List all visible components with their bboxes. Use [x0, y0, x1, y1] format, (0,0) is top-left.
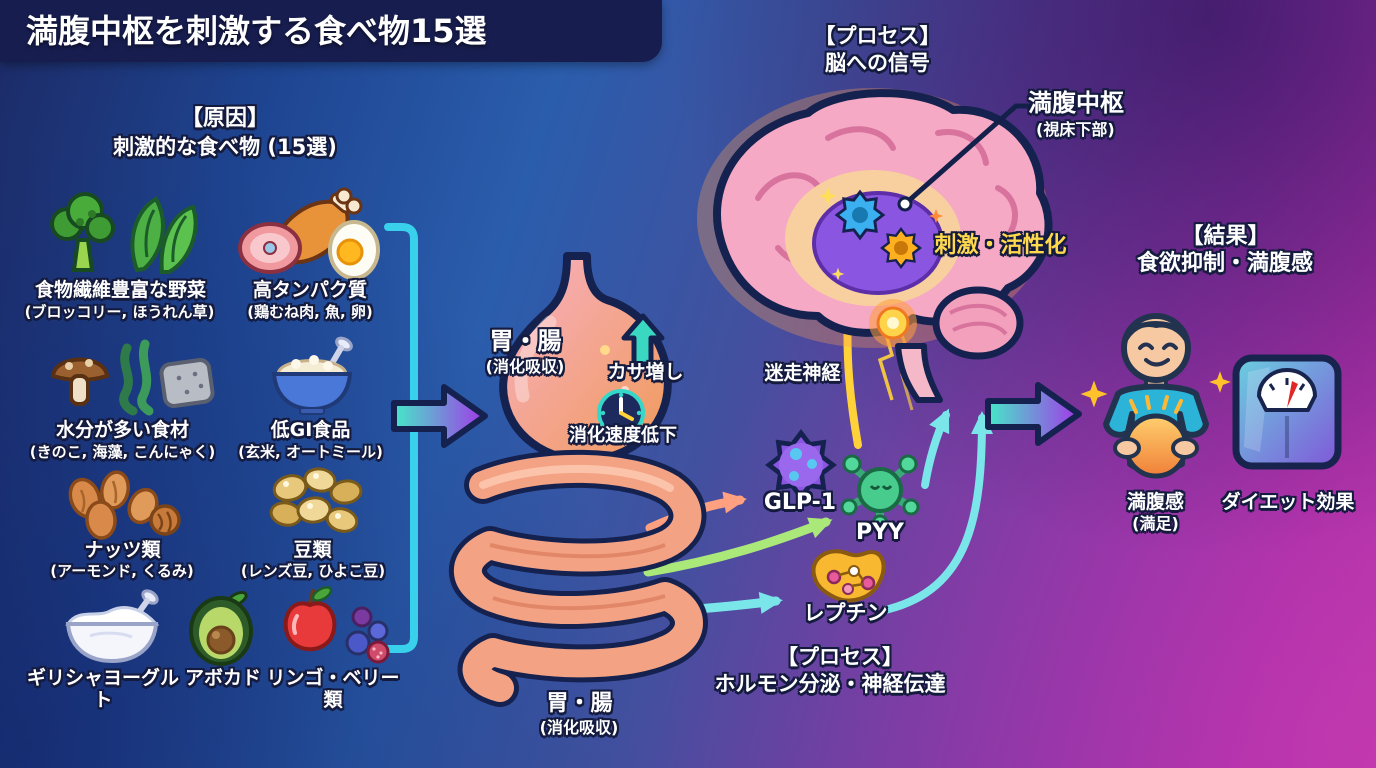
meat-egg-icon [238, 187, 380, 280]
arrow-brain-to-result [985, 382, 1082, 446]
glp1-molecule-icon [756, 420, 846, 510]
food-label-high-protein: 高タンパク質 [252, 279, 367, 301]
arrow-to-pyy [643, 517, 833, 577]
food-label-beans: 豆類 [293, 539, 332, 561]
arrow-foods-to-stomach [391, 384, 488, 448]
stomach-sub: (消化吸収) [485, 357, 565, 376]
hormone-process-tag: 【プロセス】 [777, 645, 903, 669]
food-label-apple-berries: リンゴ・ベリー類 [266, 667, 400, 711]
food-label-low-gi: 低GI食品 [270, 419, 351, 441]
food-label-fiber-vegetables: 食物繊維豊富な野菜 [34, 279, 206, 301]
intestines-illustration [449, 449, 708, 707]
slowdown-label: 消化速度低下 [569, 425, 677, 446]
cause-heading: 刺激的な食べ物 (15選) [113, 135, 337, 159]
food-sub-watery-foods: (きのこ, 海藻, こんにゃく) [29, 443, 216, 461]
hormone-process-heading: ホルモン分泌・神経伝達 [714, 672, 946, 696]
satiety-result-label: 満腹感 [1126, 491, 1184, 513]
food-sub-low-gi: (玄米, オートミール) [238, 443, 383, 461]
avocado-icon [189, 591, 253, 666]
bulk-up-arrow-icon [621, 313, 665, 367]
food-sub-fiber-vegetables: (ブロッコリー, ほうれん草) [24, 303, 215, 321]
diet-effect-label: ダイエット効果 [1221, 491, 1355, 513]
glp1-label: GLP-1 [763, 490, 837, 515]
stomach-label: 胃・腸 [489, 327, 562, 355]
food-sub-high-protein: (鶏むね肉, 魚, 卵) [247, 303, 373, 321]
nuts-icon [68, 470, 181, 540]
yogurt-icon [65, 589, 160, 664]
intestine-sub: (消化吸収) [539, 718, 619, 737]
satiety-result-sub: (満足) [1132, 514, 1179, 533]
leptin-molecule-icon [811, 549, 886, 603]
satiety-center-pointer [897, 103, 1041, 212]
weight-scale-icon [1232, 354, 1342, 470]
mushroom-seaweed-konnyaku-icon [50, 339, 215, 416]
food-sub-nuts: (アーモンド, くるみ) [50, 562, 194, 580]
broccoli-spinach-icon [50, 192, 198, 274]
intestine-label: 胃・腸 [546, 691, 613, 716]
bulk-label: カサ増し [607, 361, 684, 383]
satiety-center-sub: (視床下部) [1036, 120, 1115, 139]
satisfied-person-icon [1080, 313, 1231, 479]
rice-bowl-icon [271, 336, 353, 415]
food-label-nuts: ナッツ類 [84, 539, 161, 561]
beans-icon [269, 467, 363, 533]
food-group-bracket [384, 223, 418, 653]
cause-tag: 【原因】 [180, 106, 269, 131]
result-tag: 【結果】 [1181, 224, 1270, 249]
food-sub-beans: (レンズ豆, ひよこ豆) [240, 562, 386, 580]
food-label-watery-foods: 水分が多い食材 [55, 419, 189, 441]
brain-process-tag: 【プロセス】 [814, 24, 941, 48]
title-banner: 満腹中枢を刺激する食べ物15選 [0, 0, 662, 62]
page-title: 満腹中枢を刺激する食べ物15選 [26, 12, 487, 50]
hormone-arrow-up-2 [881, 411, 993, 614]
vagus-nerve-label: 迷走神経 [764, 362, 841, 384]
hormone-arrow-up-1 [921, 408, 950, 489]
result-heading: 食欲抑制・満腹感 [1136, 251, 1313, 276]
clock-icon [597, 389, 645, 437]
food-label-avocado: アボカド [184, 667, 261, 689]
pyy-label: PYY [856, 520, 904, 545]
satiety-center-label: 満腹中枢 [1028, 89, 1124, 117]
apple-berries-icon [283, 586, 390, 664]
activation-label: 刺激・活性化 [934, 233, 1067, 258]
brain-process-heading: 脳への信号 [825, 51, 930, 75]
food-label-greek-yogurt: ギリシャヨーグルト [26, 667, 179, 711]
leptin-label: レプチン [803, 601, 888, 625]
pyy-molecule-icon [840, 454, 920, 532]
